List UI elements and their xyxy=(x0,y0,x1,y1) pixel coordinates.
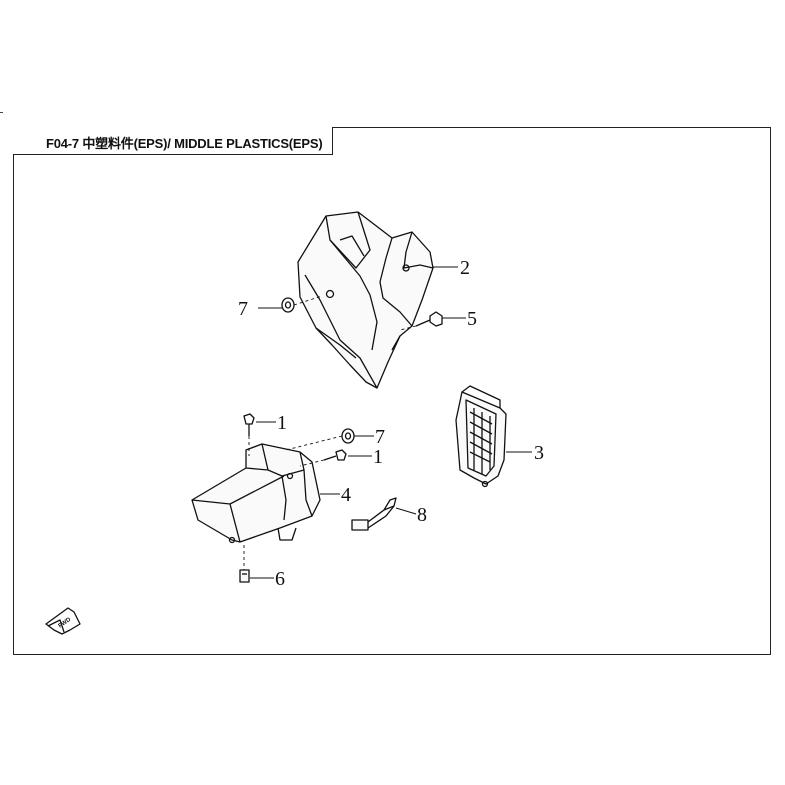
callout-8: 8 xyxy=(417,504,427,526)
part-7-nut-lower xyxy=(341,428,355,444)
part-6-clip xyxy=(239,569,250,583)
callout-leaders xyxy=(250,266,532,579)
part-1-bolt-upper xyxy=(243,413,255,436)
part-2-panel xyxy=(297,211,434,389)
callout-3: 3 xyxy=(534,442,544,464)
callout-6: 6 xyxy=(275,568,285,590)
callout-labels: 2 7 5 3 1 7 1 4 8 6 FWD xyxy=(58,257,544,630)
diagram-frame xyxy=(13,127,771,655)
callout-1-lower: 1 xyxy=(373,446,383,468)
assembly-lines xyxy=(243,295,417,570)
part-7-nut-upper xyxy=(281,297,295,313)
title-box: F04-7 中塑料件(EPS)/ MIDDLE PLASTICS(EPS) xyxy=(13,127,333,155)
callout-5: 5 xyxy=(467,308,477,330)
part-5-bolt xyxy=(415,311,443,327)
edge-mark xyxy=(0,112,3,113)
part-4-cover xyxy=(191,443,321,544)
part-1-bolt-lower xyxy=(323,449,347,461)
callout-4: 4 xyxy=(341,484,351,506)
callout-7-lower: 7 xyxy=(375,426,385,448)
diagram-title: F04-7 中塑料件(EPS)/ MIDDLE PLASTICS(EPS) xyxy=(46,136,323,151)
callout-7-upper: 7 xyxy=(238,298,248,320)
callout-1-upper: 1 xyxy=(277,412,287,434)
part-3-grille xyxy=(455,385,507,488)
fwd-arrow-icon xyxy=(45,607,81,635)
callout-2: 2 xyxy=(460,257,470,279)
part-8-strap xyxy=(351,497,397,531)
